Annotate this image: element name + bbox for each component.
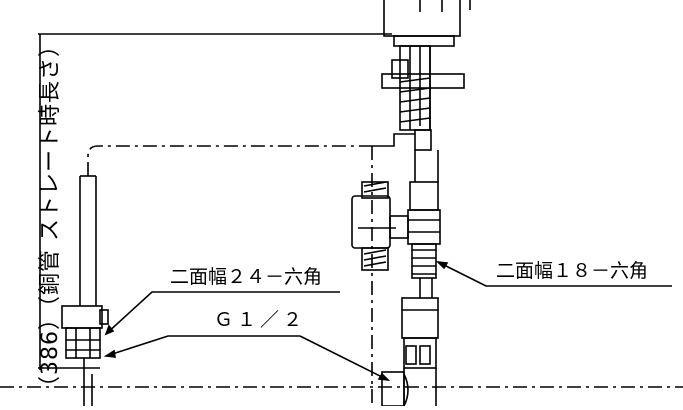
- bottom-connector: [401, 297, 439, 406]
- leader-hex-24: [104, 291, 340, 336]
- hex-24-nut: [61, 305, 109, 406]
- g12-label: Ｇ１／２: [214, 309, 307, 331]
- stop-valve: [351, 181, 409, 271]
- dimension-line: [38, 33, 392, 370]
- copper-pipe: [79, 175, 97, 306]
- leader-g12: [103, 335, 391, 382]
- hex-18-label: 二面幅１８－六角: [496, 260, 649, 282]
- centerline-pipe-route: [87, 133, 415, 406]
- stem-and-union: [407, 129, 441, 298]
- hex-24-label: 二面幅２４－六角: [170, 266, 323, 288]
- pipe-length-dimension-label: （386）（銅管 ストレート時長さ）: [2, 6, 63, 404]
- threaded-shank: [381, 45, 465, 131]
- leader-hex-18: [435, 260, 672, 287]
- pipe-length-text: （386）（銅管 ストレート時長さ）: [38, 34, 63, 398]
- faucet-body-top: [383, 0, 471, 47]
